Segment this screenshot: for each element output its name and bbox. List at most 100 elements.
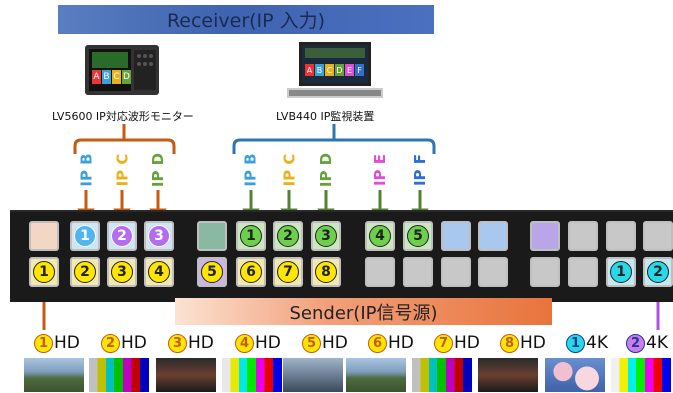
panel-button[interactable]: 2: [107, 221, 137, 251]
panel-button[interactable]: 3: [107, 257, 137, 287]
screen-letter-b: B: [102, 70, 111, 84]
car-thumbnail: [478, 358, 538, 392]
input-number: 2: [111, 225, 133, 247]
landscape-thumbnail: [346, 358, 406, 392]
signal-number: 2: [626, 333, 645, 353]
input-number: 3: [111, 261, 133, 283]
input-number: 3: [315, 225, 337, 247]
ip-input-label: IP E: [371, 153, 390, 187]
input-number: 1: [33, 261, 55, 283]
ip-input-label: IP C: [280, 153, 298, 187]
panel-button[interactable]: [403, 257, 433, 287]
receiver-title: Receiver(IP 入力): [166, 10, 326, 32]
signal-format: HD: [322, 333, 348, 353]
color-bars-thumbnail: [412, 358, 472, 392]
ip-input-label: IP F: [411, 153, 430, 187]
panel-button[interactable]: [606, 221, 636, 251]
lvb440-label: LVB440 IP監視装置: [276, 110, 375, 123]
screen-letter-e: E: [345, 64, 354, 76]
signal-format: HD: [520, 333, 546, 353]
panel-button[interactable]: 1: [29, 257, 59, 287]
lv5600-label: LV5600 IP対応波形モニター: [52, 110, 194, 123]
screen-letter-b: B: [315, 64, 324, 76]
panel-button[interactable]: [365, 257, 395, 287]
input-number: 2: [647, 261, 669, 283]
panel-button[interactable]: 2: [643, 257, 673, 287]
signal-format: HD: [388, 333, 414, 353]
panel-button[interactable]: 8: [311, 257, 341, 287]
color-bars-thumbnail: [89, 358, 149, 392]
panel-button[interactable]: 1: [236, 221, 266, 251]
signal-format: HD: [121, 333, 147, 353]
panel-button[interactable]: 7: [273, 257, 303, 287]
signal-number: 7: [434, 333, 453, 353]
sender-title: Sender(IP信号源): [289, 302, 438, 324]
input-number: 6: [240, 261, 262, 283]
signal-number: 6: [368, 333, 387, 353]
screen-letter-c: C: [112, 70, 121, 84]
signal-number: 5: [302, 333, 321, 353]
input-number: 4: [148, 261, 170, 283]
signal-format: HD: [188, 333, 214, 353]
landscape-thumbnail: [24, 358, 84, 392]
panel-button[interactable]: 1: [606, 257, 636, 287]
panel-button[interactable]: 5: [403, 221, 433, 251]
color-bars-thumbnail: [222, 358, 282, 392]
signal-number: 1: [34, 333, 53, 353]
screen-letter-f: F: [355, 64, 364, 76]
input-number: 1: [74, 225, 96, 247]
panel-button[interactable]: 1: [70, 221, 100, 251]
panel-button[interactable]: 2: [273, 221, 303, 251]
signal-number: 8: [500, 333, 519, 353]
signal-format: 4K: [586, 333, 608, 353]
panel-button[interactable]: [197, 221, 227, 251]
panel-button[interactable]: 6: [236, 257, 266, 287]
panel-button[interactable]: 5: [197, 257, 227, 287]
panel-button[interactable]: [478, 257, 508, 287]
panel-button[interactable]: [478, 221, 508, 251]
sender-title-bar: Sender(IP信号源): [175, 298, 552, 325]
panel-button[interactable]: [29, 221, 59, 251]
ip-input-label: IP D: [317, 152, 335, 188]
input-number: 7: [277, 261, 299, 283]
signal-format: HD: [54, 333, 80, 353]
panel-button[interactable]: [441, 257, 471, 287]
flowers-thumbnail: [545, 358, 605, 392]
screen-letter-a: A: [92, 70, 101, 84]
panel-button[interactable]: 3: [144, 221, 174, 251]
panel-button[interactable]: 4: [365, 221, 395, 251]
panel-button[interactable]: [530, 221, 560, 251]
input-number: 4: [369, 225, 391, 247]
screen-letter-d: D: [122, 70, 131, 84]
signal-number: 4: [235, 333, 254, 353]
panel-button[interactable]: 4: [144, 257, 174, 287]
signal-number: 1: [566, 333, 585, 353]
receiver-title-bar: Receiver(IP 入力): [58, 5, 434, 34]
cityscape-thumbnail: [283, 358, 343, 392]
panel-button[interactable]: [643, 221, 673, 251]
input-number: 2: [277, 225, 299, 247]
input-number: 5: [201, 261, 223, 283]
screen-letter-c: C: [325, 64, 334, 76]
panel-button[interactable]: [530, 257, 560, 287]
panel-button[interactable]: [441, 221, 471, 251]
car-thumbnail: [156, 358, 216, 392]
signal-format: HD: [255, 333, 281, 353]
input-number: 5: [407, 225, 429, 247]
signal-number: 2: [101, 333, 120, 353]
signal-format: 4K: [646, 333, 668, 353]
screen-letter-a: A: [305, 64, 314, 76]
panel-button[interactable]: 2: [70, 257, 100, 287]
panel-button[interactable]: [568, 221, 598, 251]
input-number: 8: [315, 261, 337, 283]
input-number: 2: [74, 261, 96, 283]
panel-button[interactable]: [568, 257, 598, 287]
panel-button[interactable]: 3: [311, 221, 341, 251]
input-number: 1: [240, 225, 262, 247]
lv5600-device-image: A B C D: [82, 40, 162, 100]
